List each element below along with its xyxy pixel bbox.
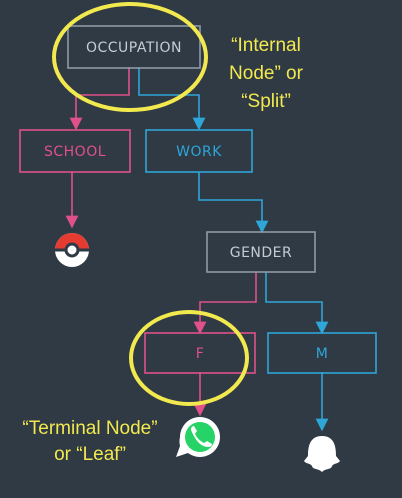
pokeball-icon — [55, 233, 89, 267]
annotation-terminal-line2: or “Leaf” — [54, 444, 126, 465]
node-school-label: SCHOOL — [44, 144, 106, 160]
node-m-label: M — [316, 346, 329, 362]
node-f: F — [144, 332, 256, 374]
annotation-internal-line3: “Split” — [241, 91, 291, 112]
edge-occupation-school — [69, 67, 130, 131]
annotation-terminal-line1: “Terminal Node” — [22, 418, 157, 439]
edge-occupation-work — [138, 67, 206, 131]
annotation-internal-line2: Node” or — [229, 63, 304, 84]
highlight-terminal-node — [129, 310, 249, 406]
edge-gender-f — [193, 272, 257, 335]
node-f-label: F — [196, 346, 205, 362]
snapchat-ghost-icon — [304, 436, 340, 472]
annotation-internal-node: “Internal Node” or “Split” — [229, 35, 304, 112]
edge-work-gender — [198, 172, 269, 234]
node-occupation-label: OCCUPATION — [86, 40, 182, 56]
node-work-label: WORK — [176, 144, 222, 160]
annotation-internal-line1: “Internal — [231, 35, 301, 56]
node-occupation: OCCUPATION — [67, 25, 201, 69]
node-school: SCHOOL — [19, 129, 131, 173]
annotation-terminal-node: “Terminal Node” or “Leaf” — [22, 418, 157, 465]
node-gender-label: GENDER — [230, 245, 293, 261]
edge-gender-m — [265, 272, 329, 335]
node-m: M — [267, 332, 377, 374]
whatsapp-icon — [176, 417, 220, 457]
node-work: WORK — [145, 129, 253, 173]
highlight-internal-node — [52, 2, 208, 112]
node-gender: GENDER — [206, 231, 316, 273]
